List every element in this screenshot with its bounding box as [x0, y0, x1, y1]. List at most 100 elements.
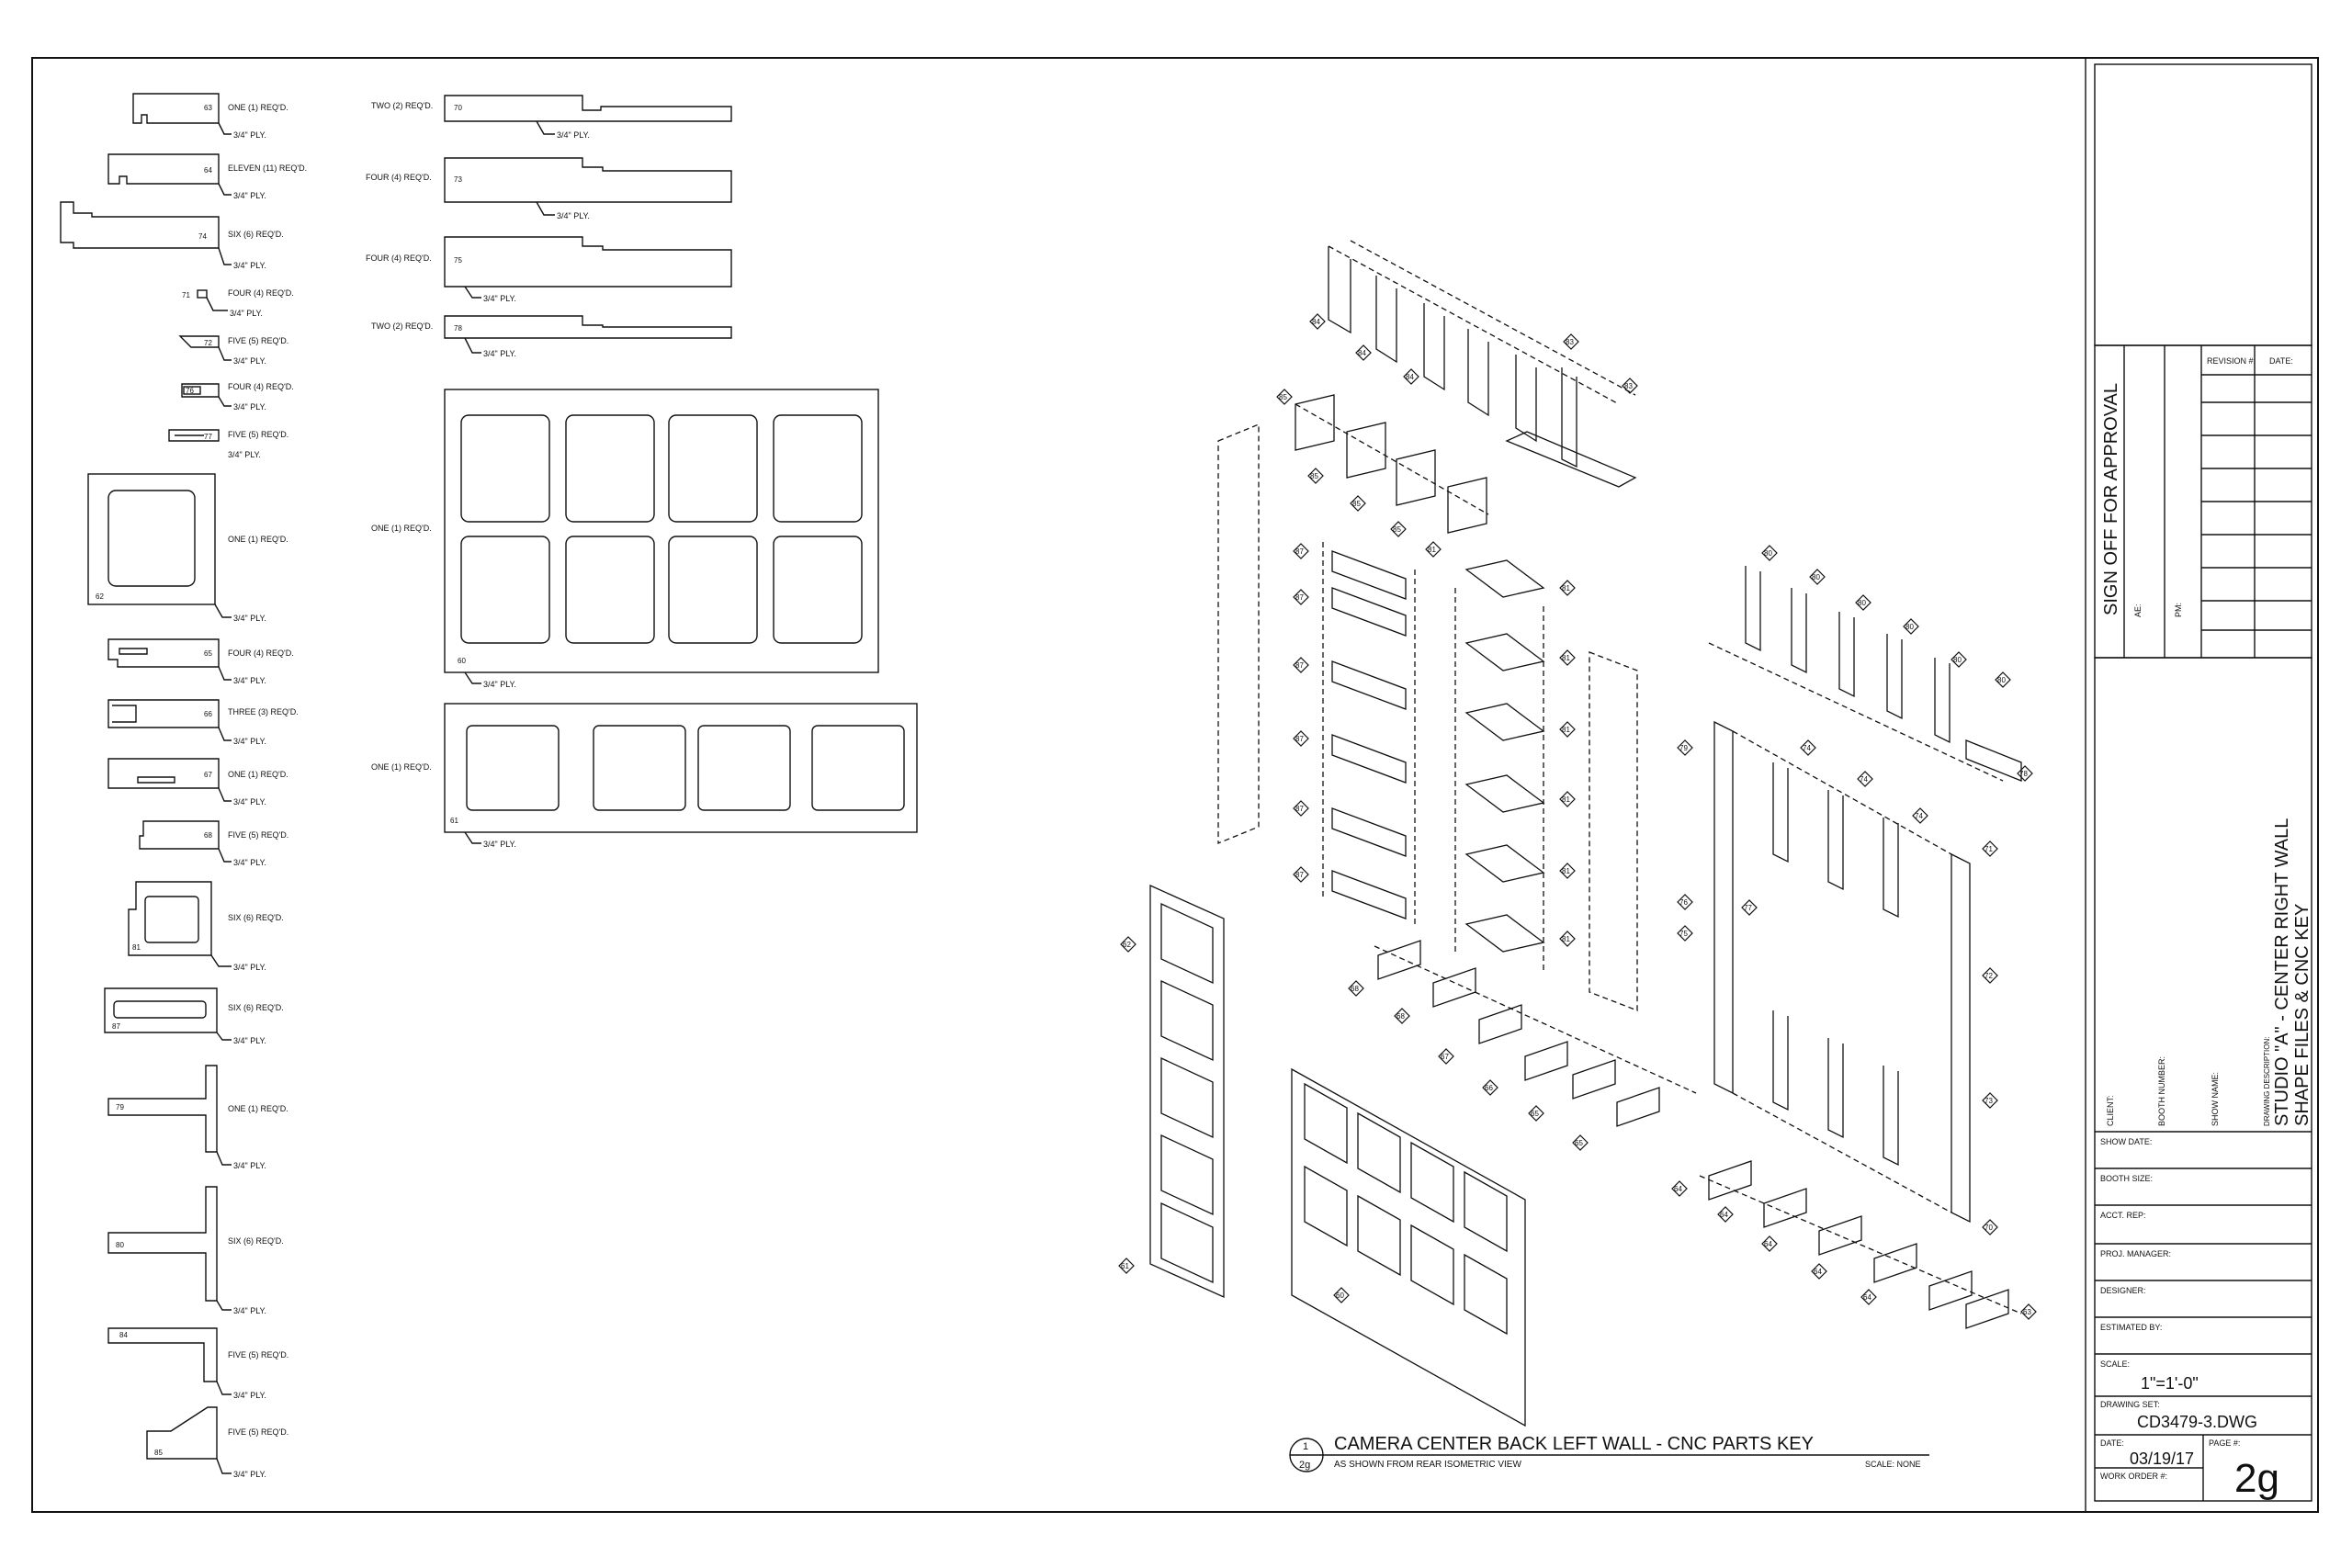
- part-72-shape: [178, 335, 232, 361]
- drawing-title-graphic: [1289, 1438, 1929, 1472]
- ply-note: 3/4" PLY.: [483, 680, 516, 689]
- iso-shelf-stack-81: [1454, 559, 1545, 974]
- part-qty: FOUR (4) REQ'D.: [366, 173, 432, 182]
- part-64-shape: [107, 153, 232, 196]
- part-number: 79: [116, 1103, 124, 1111]
- part-qty: ONE (1) REQ'D.: [371, 524, 432, 533]
- part-qty: FIVE (5) REQ'D.: [228, 430, 288, 439]
- date-header: DATE:: [2269, 356, 2293, 366]
- part-85-shape: [146, 1406, 232, 1474]
- callout-label: 63: [2023, 1308, 2031, 1316]
- proj-manager-label: PROJ. MANAGER:: [2100, 1249, 2171, 1258]
- callout-label: 87: [1295, 871, 1304, 879]
- part-77-shape: [168, 429, 220, 442]
- scale-label: SCALE:: [2100, 1359, 2130, 1369]
- part-qty: ONE (1) REQ'D.: [228, 1104, 288, 1113]
- callout-label: 67: [1441, 1053, 1449, 1061]
- iso-dashed-panel-left: [1217, 423, 1260, 844]
- iso-shelf-stack-87: [1322, 542, 1416, 928]
- designer-label: DESIGNER:: [2100, 1286, 2146, 1295]
- page-value: 2g: [2234, 1456, 2279, 1501]
- isometric-assembly: [1149, 240, 2022, 1427]
- callout-label: 81: [1562, 726, 1570, 734]
- callout-bubbles: [1118, 313, 2037, 1320]
- callout-label: 76: [1679, 898, 1688, 907]
- part-number: 62: [96, 592, 104, 601]
- callout-label: 80: [1764, 549, 1772, 558]
- drawing-description-line2: SHAPE FILES & CNC KEY: [2292, 904, 2312, 1126]
- booth-size-label: BOOTH SIZE:: [2100, 1174, 2153, 1183]
- callout-label: 87: [1295, 805, 1304, 813]
- ply-note: 3/4" PLY.: [233, 676, 266, 685]
- part-78-shape: [444, 315, 732, 354]
- part-qty: FOUR (4) REQ'D.: [366, 254, 432, 263]
- iso-dashed-panel-center: [1589, 651, 1638, 1011]
- callout-label: 84: [1406, 373, 1414, 381]
- callout-label: 64: [1720, 1211, 1728, 1219]
- part-number: 75: [454, 256, 462, 265]
- callout-label: 74: [1915, 812, 1923, 820]
- callout-label: 66: [1485, 1084, 1493, 1092]
- callout-label: 64: [1814, 1268, 1822, 1276]
- part-qty: TWO (2) REQ'D.: [371, 321, 433, 331]
- show-date-label: SHOW DATE:: [2100, 1137, 2152, 1146]
- iso-bracket-row-80: [1708, 566, 2022, 782]
- callout-label: 87: [1295, 593, 1304, 602]
- callout-label: 65: [1575, 1139, 1583, 1147]
- part-74-shape: [60, 201, 232, 265]
- part-number: 72: [204, 339, 212, 347]
- callout-label: 64: [1764, 1240, 1772, 1248]
- part-number: 74: [198, 232, 207, 241]
- drawing-description-line1: STUDIO "A" - CENTER RIGHT WALL: [2272, 818, 2292, 1126]
- drawing-scale-text: SCALE: NONE: [1865, 1460, 1921, 1469]
- part-75-shape: [444, 236, 732, 299]
- callout-label: 62: [1123, 941, 1131, 949]
- part-number: 87: [112, 1022, 120, 1031]
- callout-label: 85: [1393, 525, 1401, 534]
- part-number: 73: [454, 175, 462, 184]
- callout-label: 74: [1860, 775, 1868, 784]
- iso-bracket-row-top: [1328, 240, 1637, 488]
- callout-label: 81: [1562, 584, 1570, 592]
- callout-label: 71: [1984, 845, 1993, 853]
- callout-label: 81: [1562, 654, 1570, 662]
- part-number: 70: [454, 104, 462, 112]
- part-qty: SIX (6) REQ'D.: [228, 230, 284, 239]
- ply-note: 3/4" PLY.: [233, 130, 266, 140]
- part-79-shape: [107, 1065, 232, 1166]
- part-qty: ONE (1) REQ'D.: [228, 103, 288, 112]
- part-number: 77: [204, 433, 212, 441]
- callout-label: 81: [1428, 546, 1436, 554]
- ply-note: 3/4" PLY.: [483, 294, 516, 303]
- scale-value: 1"=1'-0": [2141, 1374, 2199, 1393]
- part-qty: FIVE (5) REQ'D.: [228, 1427, 288, 1437]
- pm-label: PM:: [2174, 603, 2183, 617]
- callout-label: 80: [1905, 623, 1914, 631]
- estimated-by-label: ESTIMATED BY:: [2100, 1323, 2162, 1332]
- ply-note: 3/4" PLY.: [233, 402, 266, 412]
- callout-label: 64: [1863, 1293, 1871, 1302]
- iso-right-frame: [1713, 720, 1971, 1224]
- show-name-label: SHOW NAME:: [2211, 1072, 2220, 1126]
- callout-label: 60: [1336, 1292, 1344, 1300]
- part-81-shape: [128, 881, 232, 967]
- ply-note: 3/4" PLY.: [233, 737, 266, 746]
- part-qty: ONE (1) REQ'D.: [371, 762, 432, 772]
- callout-numbers: 84 84 84 83 83 85 85 85 85 87 87 87 87 8…: [1121, 318, 2031, 1316]
- drawing-title-text: CAMERA CENTER BACK LEFT WALL - CNC PARTS…: [1334, 1434, 1814, 1454]
- sign-off-label: SIGN OFF FOR APPROVAL: [2101, 383, 2121, 615]
- callout-label: 85: [1310, 472, 1318, 480]
- callout-label: 80: [1953, 656, 1962, 664]
- ply-note: 3/4" PLY.: [233, 1036, 266, 1045]
- ae-label: AE:: [2133, 604, 2143, 617]
- part-qty: THREE (3) REQ'D.: [228, 707, 299, 716]
- part-number: 81: [132, 943, 141, 952]
- callout-label: 65: [1531, 1110, 1539, 1118]
- callout-label: 74: [1803, 744, 1811, 752]
- callout-label: 73: [1984, 1097, 1993, 1105]
- part-number: 64: [204, 166, 212, 175]
- left-parts-labels: 63 ONE (1) REQ'D. 3/4" PLY. 64 ELEVEN (1…: [96, 103, 307, 1479]
- callout-label: 72: [1984, 972, 1993, 980]
- ply-note: 3/4" PLY.: [233, 1161, 266, 1170]
- work-order-label: WORK ORDER #:: [2100, 1472, 2167, 1481]
